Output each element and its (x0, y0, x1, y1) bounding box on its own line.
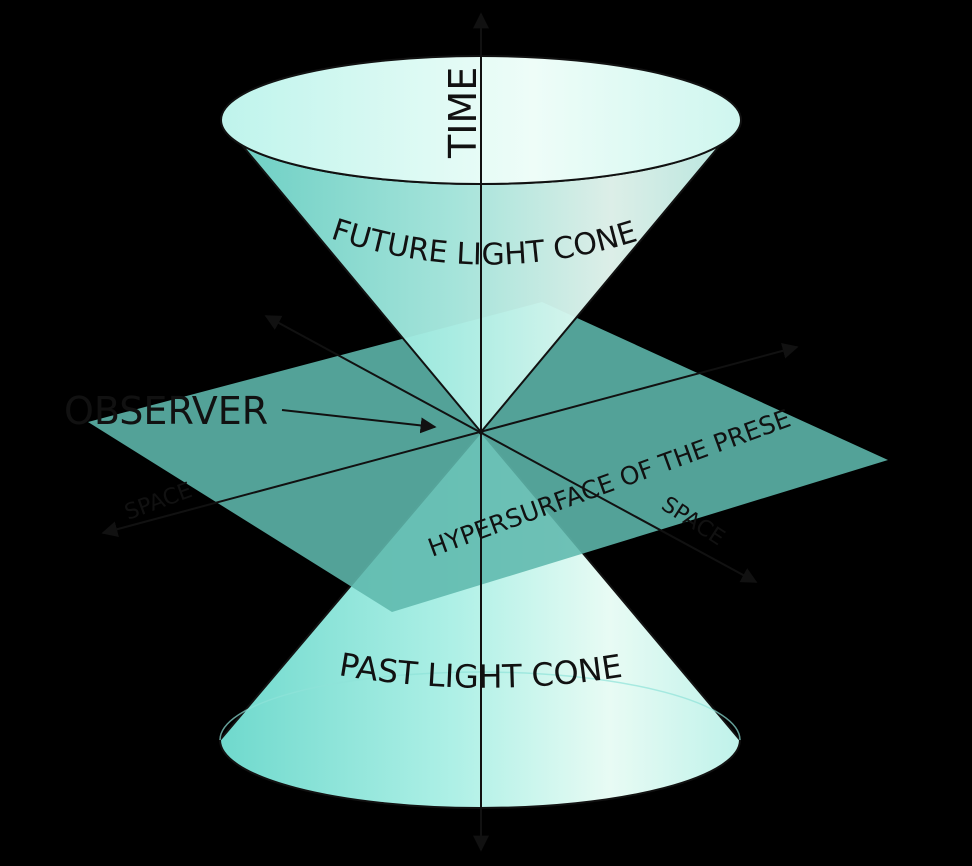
space-axis-diagonal (264, 315, 758, 583)
observer-point (478, 429, 484, 435)
observer-label: OBSERVER (64, 389, 268, 433)
time-label: TIME (441, 67, 485, 159)
observer-pointer (281, 409, 437, 434)
